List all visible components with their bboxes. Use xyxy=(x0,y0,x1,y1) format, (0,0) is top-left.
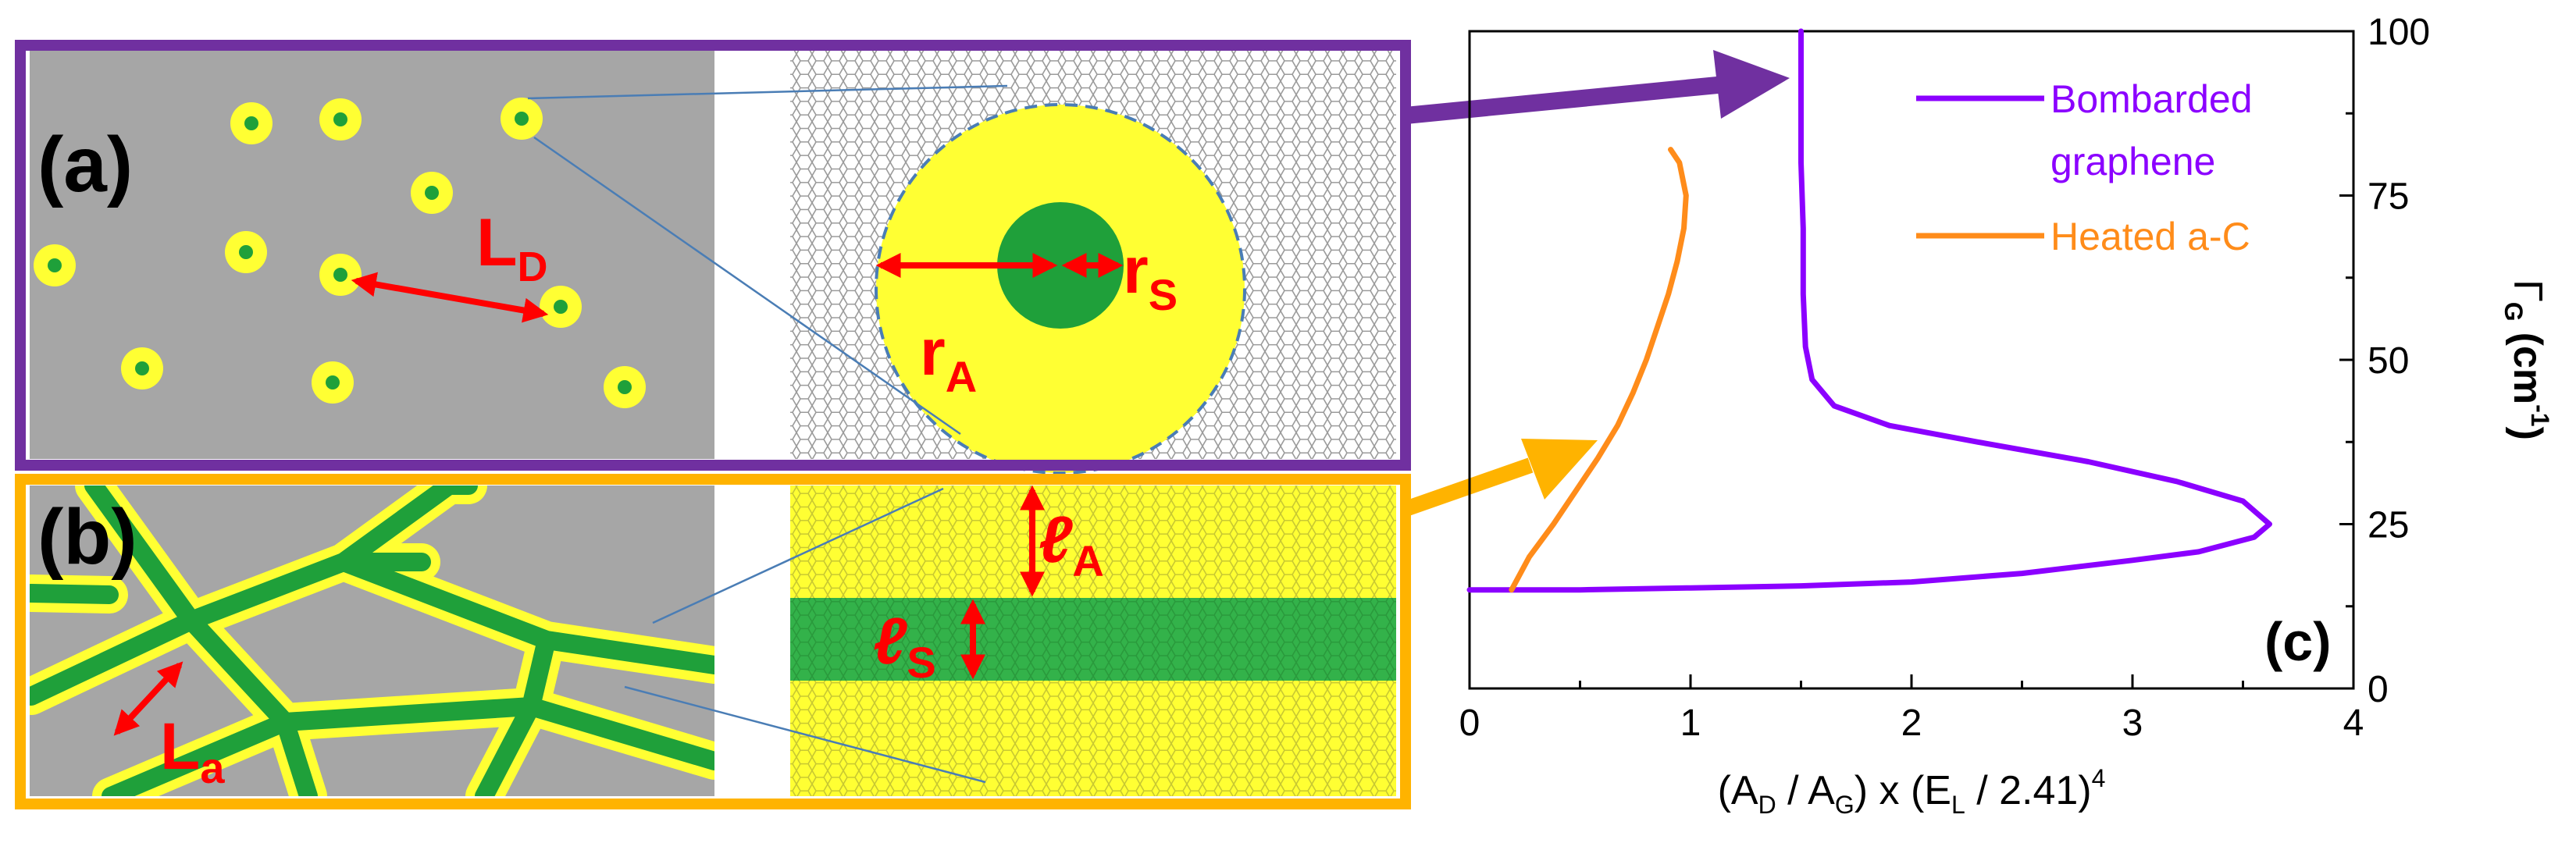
panel-b-label: (b) xyxy=(37,493,137,581)
zoom-guide-line xyxy=(533,136,961,436)
y-tick-label: 75 xyxy=(2368,176,2409,218)
orange-connector-arrow xyxy=(1402,457,1534,517)
series-line-heated-a-c xyxy=(1509,147,1689,593)
panel-a-gray-sample xyxy=(30,45,714,459)
y-axis-ticks: 0 25 50 75 100 xyxy=(2339,12,2430,710)
ld-label: LD xyxy=(476,205,548,290)
ell-s-label: ℓS xyxy=(873,604,936,687)
chart-c: 0 1 2 3 4 0 25 50 75 100 (AD / AG) x (EL / 2.41)… xyxy=(1459,12,2554,819)
legend-label-bombarded-line2: graphene xyxy=(2050,140,2215,183)
legend-label-bombarded: Bombarded xyxy=(2050,77,2253,121)
panel-a-point-defects xyxy=(34,98,646,408)
x-tick-label: 3 xyxy=(2122,702,2143,744)
zoom-guide-line xyxy=(624,685,986,784)
defect-circle xyxy=(319,98,362,140)
la-label: La xyxy=(160,710,225,792)
connector-arrows xyxy=(1402,50,1790,517)
legend-label-heated: Heated a-C xyxy=(2050,215,2250,258)
series-layer xyxy=(1466,28,2272,593)
defect-circle xyxy=(230,102,273,144)
y-tick-label: 100 xyxy=(2368,12,2430,53)
defect-circle xyxy=(604,366,646,408)
x-tick-label: 4 xyxy=(2343,702,2364,744)
y-tick-label: 0 xyxy=(2368,669,2389,710)
ell-a-label: ℓA xyxy=(1039,503,1104,585)
defect-circle xyxy=(121,347,163,389)
la-arrow xyxy=(113,661,183,736)
zoom-guide-line xyxy=(527,84,1008,100)
structural-defect-core xyxy=(997,202,1124,329)
y-axis-label: ΓG(cm-1) xyxy=(2499,279,2554,440)
defect-circle xyxy=(34,244,76,286)
activated-region-outline xyxy=(875,103,1246,475)
panel-c-label: (c) xyxy=(2264,611,2332,672)
legend: Bombarded graphene Heated a-C xyxy=(1916,77,2253,258)
panel-a-border xyxy=(15,40,1411,471)
x-tick-label: 2 xyxy=(1901,702,1922,744)
y-tick-label: 50 xyxy=(2368,340,2409,382)
defect-circle xyxy=(501,98,543,140)
x-tick-label: 0 xyxy=(1459,702,1480,744)
x-axis-label: (AD / AG) x (EL / 2.41)4 xyxy=(1718,764,2106,819)
defect-circle xyxy=(312,361,354,404)
defect-circle xyxy=(540,286,582,328)
defect-circle xyxy=(319,254,362,296)
grain-boundary-stripe xyxy=(790,598,1396,681)
purple-connector-arrow xyxy=(1404,76,1727,124)
series-line-bombarded-graphene xyxy=(1466,28,2272,593)
ld-arrow xyxy=(351,272,549,323)
grain-boundary-network xyxy=(30,486,714,796)
x-tick-label: 1 xyxy=(1680,702,1701,744)
orange-arrowhead xyxy=(1521,439,1598,500)
x-axis-ticks: 0 1 2 3 4 xyxy=(1459,674,2364,744)
panel-a-label: (a) xyxy=(37,121,133,208)
y-tick-label: 25 xyxy=(2368,505,2409,546)
purple-arrowhead xyxy=(1713,50,1790,119)
defect-circle xyxy=(411,172,453,214)
rs-label: rS xyxy=(1123,233,1178,319)
panel-b-border xyxy=(15,474,1411,809)
ra-label: rA xyxy=(920,315,977,401)
panel-b: La (b) ℓA ℓS xyxy=(15,474,1411,809)
panel-a: LD (a) rA rS xyxy=(15,40,1411,475)
defect-circle xyxy=(225,231,267,273)
zoom-guide-line xyxy=(652,487,944,624)
